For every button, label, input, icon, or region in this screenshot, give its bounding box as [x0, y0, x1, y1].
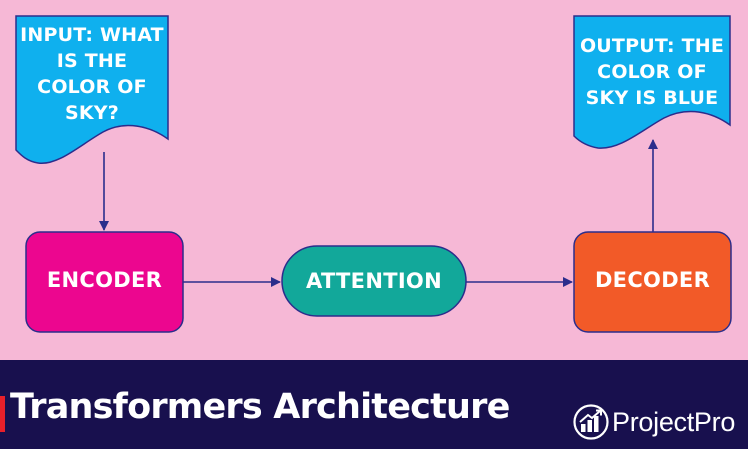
flow-diagram — [15, 15, 732, 333]
encoder-label: ENCODER — [46, 268, 163, 292]
footer-title: Transformers Architecture — [10, 387, 510, 427]
input-line-3: COLOR OF — [37, 76, 147, 98]
footer-banner: Transformers Architecture ProjectPro — [0, 360, 748, 449]
brand-name: ProjectPro — [612, 406, 736, 437]
output-document-shape — [573, 15, 731, 149]
input-line-2: IS THE — [56, 50, 128, 72]
output-line-3: SKY IS BLUE — [585, 87, 719, 109]
footer-accent-marker — [0, 396, 5, 432]
input-line-4: SKY? — [65, 102, 119, 124]
input-document-text: INPUT: WHAT IS THE COLOR OF SKY? — [16, 22, 168, 126]
projectpro-logo-icon — [573, 404, 609, 440]
output-line-1: OUTPUT: THE — [579, 35, 725, 57]
attention-pill — [281, 245, 467, 317]
output-line-2: COLOR OF — [597, 61, 707, 83]
decoder-label: DECODER — [594, 268, 711, 292]
brand-logo: ProjectPro — [572, 402, 735, 442]
attention-label: ATTENTION — [306, 269, 442, 293]
input-line-1: INPUT: WHAT — [20, 24, 164, 46]
input-document-shape — [15, 15, 169, 164]
output-document-text: OUTPUT: THE COLOR OF SKY IS BLUE — [574, 33, 730, 111]
